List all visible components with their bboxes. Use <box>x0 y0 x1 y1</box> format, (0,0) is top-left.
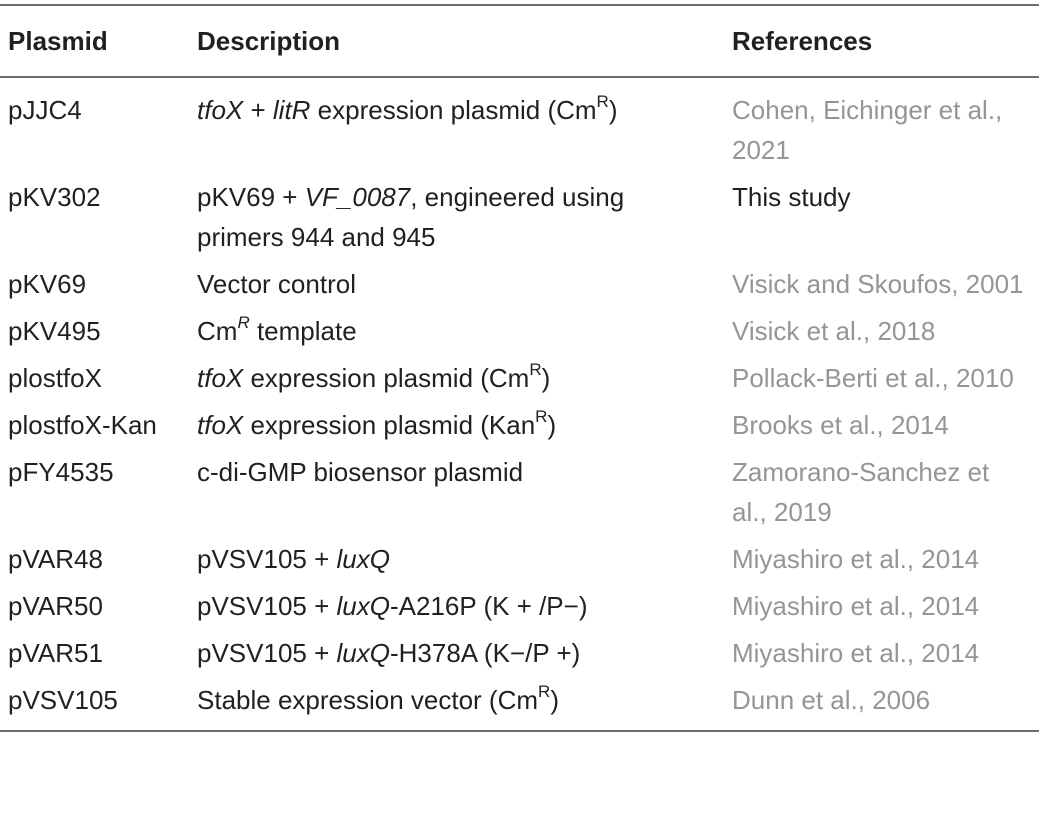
description-segment: Cm <box>197 316 238 346</box>
cell-description: tfoX + litR expression plasmid (CmR) <box>189 77 724 175</box>
description-segment: R <box>529 360 542 380</box>
description-segment: ) <box>547 410 557 440</box>
description-segment: expression plasmid (Cm <box>310 95 597 125</box>
reference-link[interactable]: Miyashiro et al., 2014 <box>732 591 980 621</box>
description-segment: pVSV105 + <box>197 638 337 668</box>
cell-plasmid: pKV69 <box>8 269 87 299</box>
cell-plasmid: pJJC4 <box>8 95 82 125</box>
description-segment: ) <box>608 95 618 125</box>
table-row: plostfoX tfoX expression plasmid (CmR) Pol… <box>0 356 1039 403</box>
description-segment: tfoX <box>197 363 244 393</box>
table-row: plostfoX-Kan tfoX expression plasmid (Kan… <box>0 403 1039 450</box>
cell-plasmid: plostfoX-Kan <box>8 410 157 440</box>
description-segment: luxQ <box>336 544 390 574</box>
description-segment: litR <box>272 95 311 125</box>
description-segment: Stable expression vector (Cm <box>197 685 539 715</box>
description-segment: R <box>535 407 548 427</box>
cell-description: Stable expression vector (CmR) <box>189 678 724 731</box>
cell-description: c-di-GMP biosensor plasmid <box>189 450 724 537</box>
description-segment: R <box>596 92 609 112</box>
table-row: pKV495 CmR template Visick et al., 2018 <box>0 309 1039 356</box>
table-header-row: Plasmid Description References <box>0 5 1039 77</box>
description-segment: + <box>243 95 273 125</box>
description-segment: ) <box>550 685 559 715</box>
description-segment: -A216P (K + /P−) <box>389 591 588 621</box>
description-segment: expression plasmid (Cm <box>243 363 530 393</box>
description-segment: -H378A (K−/P +) <box>389 638 581 668</box>
cell-description: CmR template <box>189 309 724 356</box>
cell-description: pKV69 + VF_0087, engineered using primer… <box>189 175 724 262</box>
table-row: pVAR50 pVSV105 + luxQ-A216P (K + /P−) Miya… <box>0 584 1039 631</box>
description-segment: expression plasmid (Kan <box>243 410 536 440</box>
description-segment: pKV69 + <box>197 182 305 212</box>
header-description: Description <box>197 25 341 56</box>
cell-reference: This study <box>732 182 851 212</box>
reference-link[interactable]: Pollack-Berti et al., 2010 <box>732 363 1014 393</box>
table-row: pJJC4 tfoX + litR expression plasmid (CmR… <box>0 77 1039 175</box>
reference-link[interactable]: Miyashiro et al., 2014 <box>732 638 980 668</box>
description-segment: pVSV105 + <box>197 591 337 621</box>
description-segment: Vector control <box>197 269 356 299</box>
cell-plasmid: pVSV105 <box>8 685 118 715</box>
table-row: pVAR48 pVSV105 + luxQ Miyashiro et al., 20… <box>0 537 1039 584</box>
reference-link[interactable]: Visick et al., 2018 <box>732 316 936 346</box>
cell-description: Vector control <box>189 262 724 309</box>
cell-description: pVSV105 + luxQ <box>189 537 724 584</box>
reference-link[interactable]: Dunn et al., 2006 <box>732 685 931 715</box>
table-row: pFY4535 c-di-GMP biosensor plasmid Zamoran… <box>0 450 1039 537</box>
description-segment: template <box>249 316 357 346</box>
plasmid-table: Plasmid Description References pJJC4 tfoX… <box>0 4 1039 732</box>
table-row: pKV69 Vector control Visick and Skoufos, 2… <box>0 262 1039 309</box>
table-row: pVSV105 Stable expression vector (CmR) Dun… <box>0 678 1039 731</box>
description-segment: R <box>237 313 250 333</box>
reference-link[interactable]: Brooks et al., 2014 <box>732 410 949 440</box>
table-row: pKV302 pKV69 + VF_0087, engineered using … <box>0 175 1039 262</box>
reference-link[interactable]: Visick and Skoufos, 2001 <box>732 269 1024 299</box>
description-segment: luxQ <box>336 638 390 668</box>
cell-plasmid: pKV495 <box>8 316 101 346</box>
cell-description: pVSV105 + luxQ-A216P (K + /P−) <box>189 584 724 631</box>
description-segment: c-di-GMP biosensor plasmid <box>197 457 524 487</box>
cell-plasmid: pFY4535 <box>8 457 114 487</box>
description-segment: tfoX <box>197 410 244 440</box>
description-segment: luxQ <box>336 591 390 621</box>
cell-description: tfoX expression plasmid (KanR) <box>189 403 724 450</box>
reference-link[interactable]: Zamorano-Sanchez et al., 2019 <box>732 457 990 527</box>
description-segment: R <box>538 682 551 702</box>
cell-description: tfoX expression plasmid (CmR) <box>189 356 724 403</box>
cell-description: pVSV105 + luxQ-H378A (K−/P +) <box>189 631 724 678</box>
description-segment: tfoX <box>197 95 244 125</box>
header-references: References <box>732 25 873 56</box>
table-row: pVAR51 pVSV105 + luxQ-H378A (K−/P +) Miyas… <box>0 631 1039 678</box>
description-segment: , engineered using primers 944 and 945 <box>197 182 625 252</box>
cell-plasmid: pKV302 <box>8 182 101 212</box>
description-segment: pVSV105 + <box>197 544 337 574</box>
header-plasmid: Plasmid <box>8 25 108 56</box>
reference-link[interactable]: Cohen, Eichinger et al., 2021 <box>732 95 1003 165</box>
reference-link[interactable]: Miyashiro et al., 2014 <box>732 544 980 574</box>
cell-plasmid: pVAR51 <box>8 638 103 668</box>
description-segment: VF_0087 <box>304 182 411 212</box>
description-segment: ) <box>541 363 551 393</box>
cell-plasmid: plostfoX <box>8 363 102 393</box>
cell-plasmid: pVAR48 <box>8 544 103 574</box>
cell-plasmid: pVAR50 <box>8 591 103 621</box>
